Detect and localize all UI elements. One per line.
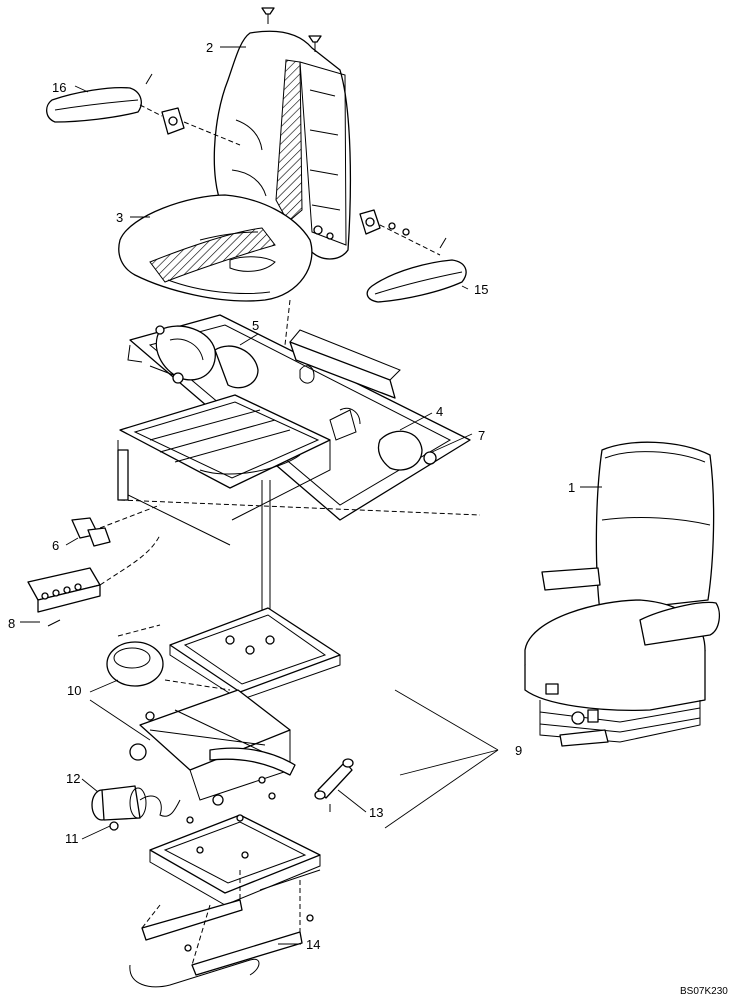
adjustment-knob-part (299, 365, 437, 471)
callout-1: 1 (568, 480, 575, 495)
callout-8: 8 (8, 616, 15, 631)
figure-code: BS07K230 (680, 986, 728, 997)
switch-panel-part (27, 534, 161, 627)
shock-absorber-part (314, 758, 354, 812)
callout-3: 3 (116, 210, 123, 225)
left-armrest-part (46, 73, 241, 146)
handle-part (71, 504, 161, 547)
callout-2: 2 (206, 40, 213, 55)
complete-seat-part (524, 441, 721, 747)
callout-16: 16 (52, 80, 66, 95)
upper-plate-part (169, 607, 341, 701)
seat-pan-part (117, 394, 331, 546)
callout-13: 13 (369, 805, 383, 820)
callout-15: 15 (474, 282, 488, 297)
right-armrest-part (359, 209, 467, 303)
slide-rails-part (129, 870, 314, 988)
callout-11: 11 (65, 831, 79, 846)
backrest-bolt-icon (308, 35, 322, 52)
callout-10: 10 (67, 683, 81, 698)
lumbar-support-part (127, 325, 259, 389)
leader-lines (20, 46, 602, 945)
base-frame-part (149, 814, 321, 906)
backrest-bolt-icon (261, 7, 275, 24)
callout-5: 5 (252, 318, 259, 333)
seat-cushion-part (118, 194, 313, 302)
callout-4: 4 (436, 404, 443, 419)
scissor-mechanism-part (129, 689, 296, 806)
callout-9: 9 (515, 743, 522, 758)
callout-7: 7 (478, 428, 485, 443)
callout-12: 12 (66, 771, 80, 786)
compressor-part (91, 785, 181, 831)
callout-6: 6 (52, 538, 59, 553)
callout-14: 14 (306, 937, 320, 952)
air-spring-part (106, 624, 231, 691)
